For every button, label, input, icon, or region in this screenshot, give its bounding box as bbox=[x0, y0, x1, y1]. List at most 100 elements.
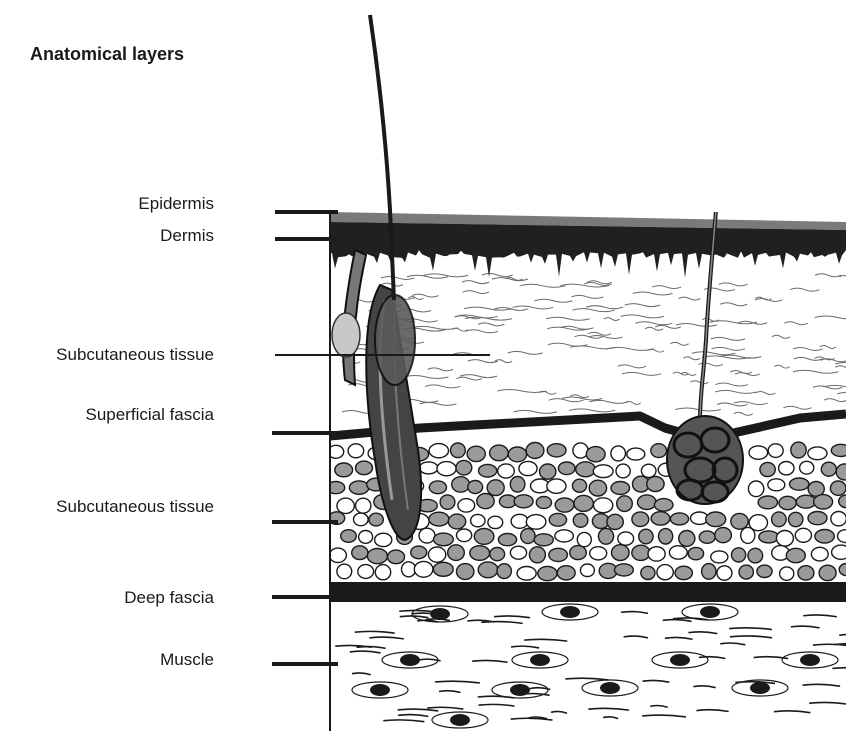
fat-cell bbox=[711, 551, 728, 563]
fat-cell bbox=[411, 546, 427, 559]
fat-cell bbox=[549, 513, 566, 526]
fat-cell bbox=[471, 514, 485, 526]
fat-cell bbox=[456, 460, 472, 475]
fat-cell bbox=[468, 481, 483, 494]
fat-cell bbox=[757, 565, 772, 577]
fat-cell bbox=[790, 478, 809, 490]
fat-cell bbox=[759, 531, 779, 543]
fat-cell bbox=[547, 444, 566, 457]
fat-cell bbox=[654, 499, 673, 512]
fat-cell bbox=[741, 527, 755, 543]
fat-cell bbox=[477, 494, 494, 509]
fat-cell bbox=[452, 477, 470, 492]
muscle-region bbox=[330, 602, 846, 731]
fat-cell bbox=[670, 513, 688, 525]
fat-cell bbox=[831, 444, 846, 456]
fat-cell bbox=[800, 461, 814, 474]
fat-cell bbox=[356, 461, 373, 475]
muscle-nucleus bbox=[670, 654, 690, 666]
fat-cell bbox=[831, 512, 846, 526]
fat-cell bbox=[786, 548, 805, 562]
fat-cell bbox=[570, 546, 587, 560]
muscle-nucleus bbox=[800, 654, 820, 666]
fat-cell bbox=[616, 464, 630, 478]
fat-cell bbox=[437, 462, 456, 476]
fat-cell bbox=[590, 547, 607, 560]
fat-cell bbox=[659, 529, 673, 544]
muscle-nucleus bbox=[530, 654, 550, 666]
fat-cell bbox=[467, 446, 485, 461]
fat-cell bbox=[706, 512, 726, 527]
fat-cell bbox=[498, 534, 516, 546]
fat-cell bbox=[540, 464, 556, 479]
fat-cell bbox=[402, 562, 416, 577]
fat-cell bbox=[768, 444, 783, 458]
fat-cell bbox=[433, 562, 453, 576]
fat-cell bbox=[329, 548, 346, 562]
fat-cell bbox=[772, 512, 787, 527]
fat-cell bbox=[593, 498, 612, 513]
fat-cell bbox=[538, 566, 557, 580]
fat-cell bbox=[758, 496, 777, 509]
fat-cell bbox=[830, 481, 846, 495]
fat-cell bbox=[611, 446, 626, 461]
fat-cell bbox=[648, 547, 665, 561]
fat-cell bbox=[388, 550, 405, 564]
fat-cell bbox=[529, 547, 545, 563]
fat-cell bbox=[429, 444, 448, 458]
fat-cell bbox=[555, 530, 574, 542]
muscle-nucleus bbox=[700, 606, 720, 618]
muscle-nucleus bbox=[750, 682, 770, 694]
fat-cell bbox=[638, 495, 657, 510]
fat-cell bbox=[348, 444, 364, 458]
fat-cell bbox=[356, 498, 371, 513]
fat-cell bbox=[510, 477, 525, 493]
fat-cell bbox=[779, 462, 794, 475]
muscle-nucleus bbox=[560, 606, 580, 618]
fat-cell bbox=[375, 565, 390, 580]
fat-cell bbox=[702, 564, 716, 580]
fat-cell bbox=[776, 531, 793, 547]
fat-cell bbox=[836, 464, 846, 480]
fat-cell bbox=[428, 547, 445, 562]
fat-cell bbox=[618, 532, 634, 545]
fat-cell bbox=[808, 511, 827, 524]
fat-cell bbox=[337, 498, 354, 513]
fat-cell bbox=[557, 566, 575, 580]
fat-cell bbox=[536, 497, 551, 509]
fat-cell bbox=[429, 481, 446, 494]
muscle-nucleus bbox=[430, 608, 450, 620]
fat-cell bbox=[337, 564, 352, 579]
fat-cell bbox=[632, 545, 650, 560]
fat-cell bbox=[574, 495, 593, 511]
fat-cell bbox=[511, 514, 528, 528]
fat-cell bbox=[367, 549, 387, 564]
fat-cell bbox=[457, 564, 474, 580]
fat-cell bbox=[358, 565, 374, 579]
fat-cell bbox=[617, 496, 633, 512]
fat-cell bbox=[335, 463, 353, 477]
fat-cell bbox=[514, 495, 533, 508]
muscle-nucleus bbox=[510, 684, 530, 696]
fat-cell bbox=[487, 480, 504, 496]
fat-cell bbox=[457, 529, 472, 542]
fat-cell bbox=[589, 480, 606, 496]
fat-cell bbox=[760, 462, 775, 476]
fat-cell bbox=[576, 462, 596, 477]
fat-cell bbox=[795, 528, 811, 542]
fat-cell bbox=[815, 530, 834, 544]
fat-cell bbox=[573, 514, 588, 528]
fat-cell bbox=[369, 513, 383, 526]
fat-cell bbox=[607, 514, 623, 529]
fat-cell bbox=[448, 545, 465, 561]
fat-cell bbox=[414, 561, 433, 577]
fat-cell bbox=[679, 531, 695, 547]
fat-cell bbox=[798, 566, 814, 580]
fat-cell bbox=[572, 479, 586, 492]
fat-cell bbox=[641, 566, 655, 579]
fat-cell bbox=[434, 533, 454, 546]
fat-cell bbox=[577, 532, 591, 546]
fat-cell bbox=[555, 498, 574, 512]
fat-cell bbox=[780, 567, 794, 580]
